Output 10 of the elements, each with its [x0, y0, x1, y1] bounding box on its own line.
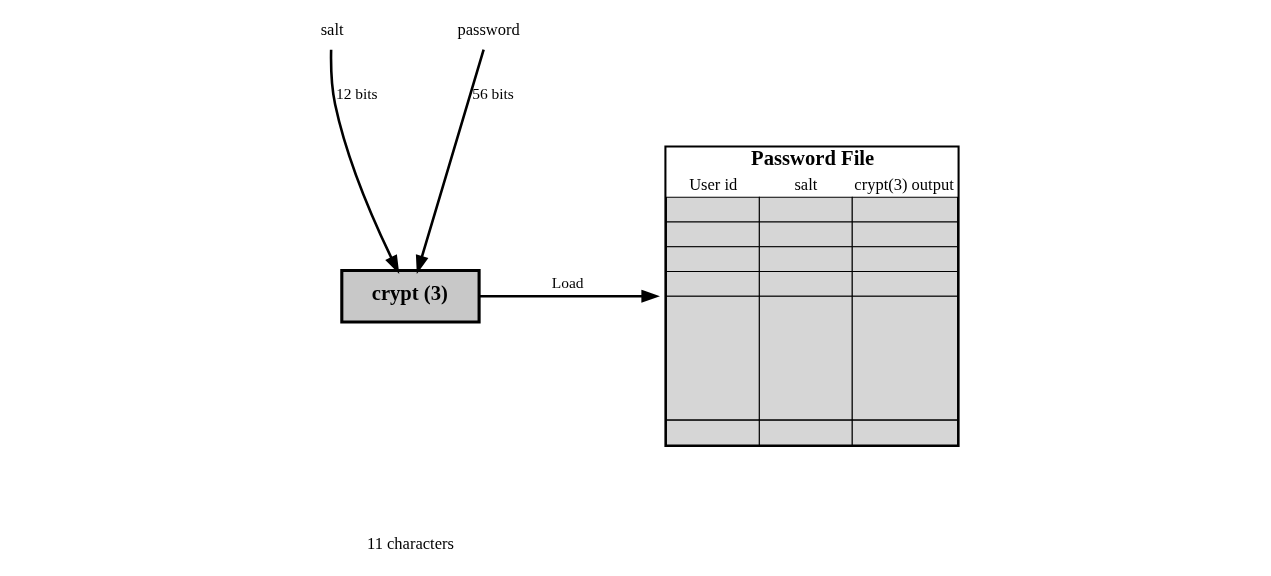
label: 11 characters — [366, 533, 454, 553]
arrow — [329, 49, 399, 274]
edge-label: Load — [551, 274, 584, 291]
node-text: salt — [320, 19, 344, 39]
node-text: password — [456, 19, 520, 39]
edge-label: 12 bits — [335, 85, 378, 103]
arrow — [415, 49, 485, 274]
node-box: crypt (3) — [339, 268, 481, 324]
edge-label: 56 bits — [471, 85, 514, 103]
arrow — [479, 289, 660, 303]
